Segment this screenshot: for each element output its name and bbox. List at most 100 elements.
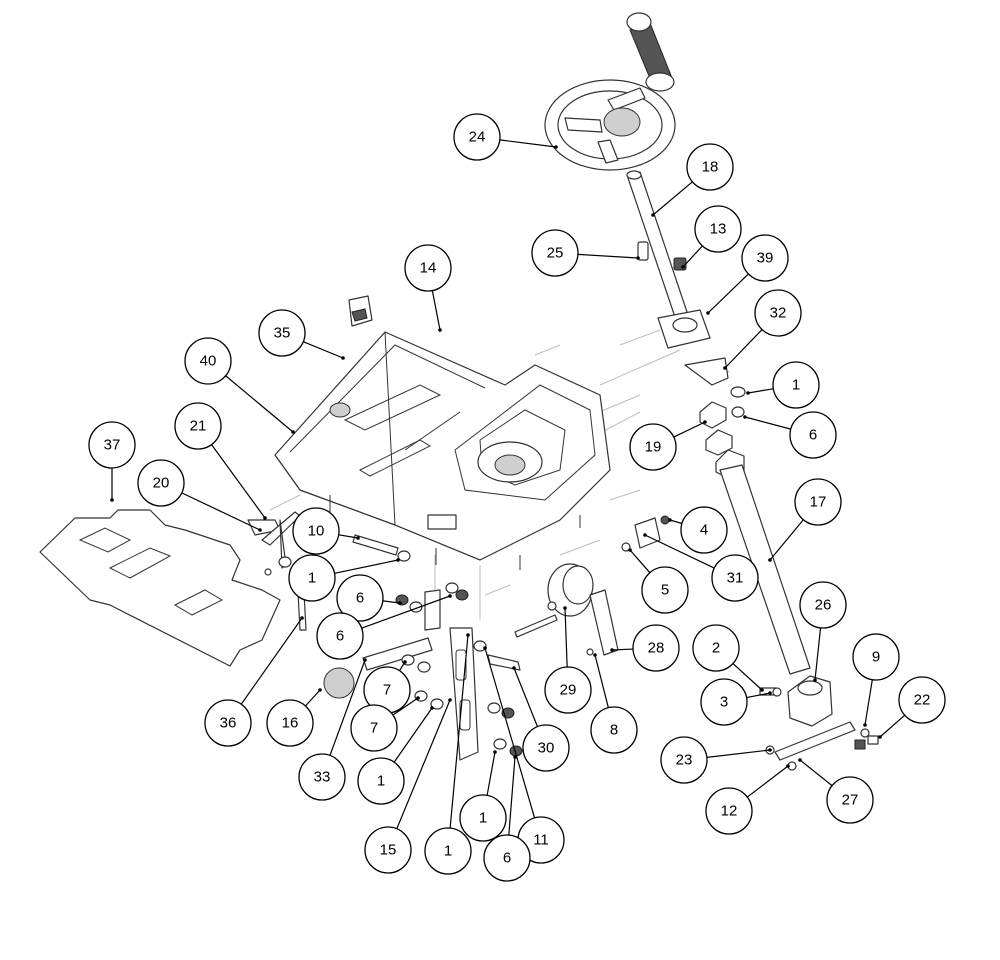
leader-end xyxy=(878,735,882,739)
callout-circle xyxy=(292,507,340,555)
callout-circle xyxy=(799,581,847,629)
callout-8: 8 xyxy=(590,706,638,754)
callout-number: 26 xyxy=(815,597,832,614)
callout-circle xyxy=(754,289,802,337)
leader-line xyxy=(305,689,321,707)
leader-end xyxy=(466,633,470,637)
leader-end xyxy=(651,213,655,217)
leader-end xyxy=(746,391,750,395)
callout-number: 36 xyxy=(220,715,237,732)
leader-line xyxy=(181,492,261,531)
leader-line xyxy=(611,648,634,651)
callout-18: 18 xyxy=(686,143,734,191)
callout-35: 35 xyxy=(258,309,306,357)
leader-line xyxy=(747,388,774,394)
callout-circle xyxy=(794,478,842,526)
callout-number: 1 xyxy=(308,570,316,587)
callout-circle xyxy=(316,612,364,660)
leader-line xyxy=(303,341,344,359)
leader-end xyxy=(554,145,558,149)
callout-number: 21 xyxy=(190,418,207,435)
callout-40: 40 xyxy=(184,337,232,385)
callout-circle xyxy=(174,402,222,450)
callout-15: 15 xyxy=(364,826,412,874)
callout-circle xyxy=(826,776,874,824)
callout-circle xyxy=(483,834,531,882)
callout-1: 1 xyxy=(288,554,336,602)
callout-number: 23 xyxy=(676,752,693,769)
callout-1: 1 xyxy=(772,361,820,409)
leader-line xyxy=(392,697,419,716)
callout-22: 22 xyxy=(898,676,946,724)
leader-line xyxy=(577,253,639,259)
leader-end xyxy=(493,750,497,754)
callout-number: 22 xyxy=(914,692,931,709)
leader-end xyxy=(430,706,434,710)
callout-circle xyxy=(137,459,185,507)
leader-end xyxy=(438,328,442,332)
leader-line xyxy=(329,659,366,756)
leader-line xyxy=(513,667,539,727)
leader-line xyxy=(746,765,789,798)
leader-end xyxy=(512,666,516,670)
callout-number: 8 xyxy=(610,722,618,739)
callout-4: 4 xyxy=(680,506,728,554)
callout-number: 13 xyxy=(710,221,727,238)
callout-number: 1 xyxy=(479,810,487,827)
callout-17: 17 xyxy=(794,478,842,526)
leader-end xyxy=(768,748,772,752)
callout-circle xyxy=(632,624,680,672)
callout-6: 6 xyxy=(483,834,531,882)
callout-number: 37 xyxy=(104,437,121,454)
leader-end xyxy=(258,528,262,532)
callout-number: 20 xyxy=(153,475,170,492)
leader-line xyxy=(508,756,516,836)
callout-number: 9 xyxy=(872,649,880,666)
leader-end xyxy=(291,430,295,434)
linkage-assembly xyxy=(247,511,523,761)
callout-number: 4 xyxy=(700,522,708,539)
floor-mat xyxy=(39,509,281,667)
callout-circle xyxy=(258,309,306,357)
callout-circle xyxy=(288,554,336,602)
callout-30: 30 xyxy=(522,724,570,772)
leader-end xyxy=(768,558,772,562)
callout-circle xyxy=(705,787,753,835)
callout-circle xyxy=(453,113,501,161)
callout-number: 6 xyxy=(336,628,344,645)
callout-circle xyxy=(686,143,734,191)
leader-end xyxy=(448,698,452,702)
callout-number: 18 xyxy=(702,159,719,176)
leader-line xyxy=(732,663,763,691)
callout-number: 19 xyxy=(645,439,662,456)
callout-circle xyxy=(357,757,405,805)
callout-number: 10 xyxy=(308,523,325,540)
leader-line xyxy=(673,421,706,438)
callout-25: 25 xyxy=(531,229,579,277)
leader-end xyxy=(318,688,322,692)
callout-circle xyxy=(772,361,820,409)
callout-circle xyxy=(544,666,592,714)
callout-31: 31 xyxy=(711,554,759,602)
callout-number: 16 xyxy=(282,715,299,732)
leader-line xyxy=(564,607,568,668)
callout-number: 14 xyxy=(420,260,437,277)
leader-end xyxy=(563,606,567,610)
leader-end xyxy=(356,536,360,540)
callout-number: 2 xyxy=(712,640,720,657)
leader-end xyxy=(398,601,402,605)
leader-end xyxy=(668,518,672,522)
callout-circle xyxy=(629,423,677,471)
leader-line xyxy=(431,290,441,331)
callout-circle xyxy=(522,724,570,772)
leader-line xyxy=(338,534,359,539)
callout-circle xyxy=(424,827,472,875)
leader-end xyxy=(263,516,267,520)
callout-20: 20 xyxy=(137,459,185,507)
leader-end xyxy=(798,758,802,762)
leader-line xyxy=(225,375,294,433)
leader-end xyxy=(628,548,632,552)
leader-end xyxy=(513,755,517,759)
leader-line xyxy=(629,549,651,574)
